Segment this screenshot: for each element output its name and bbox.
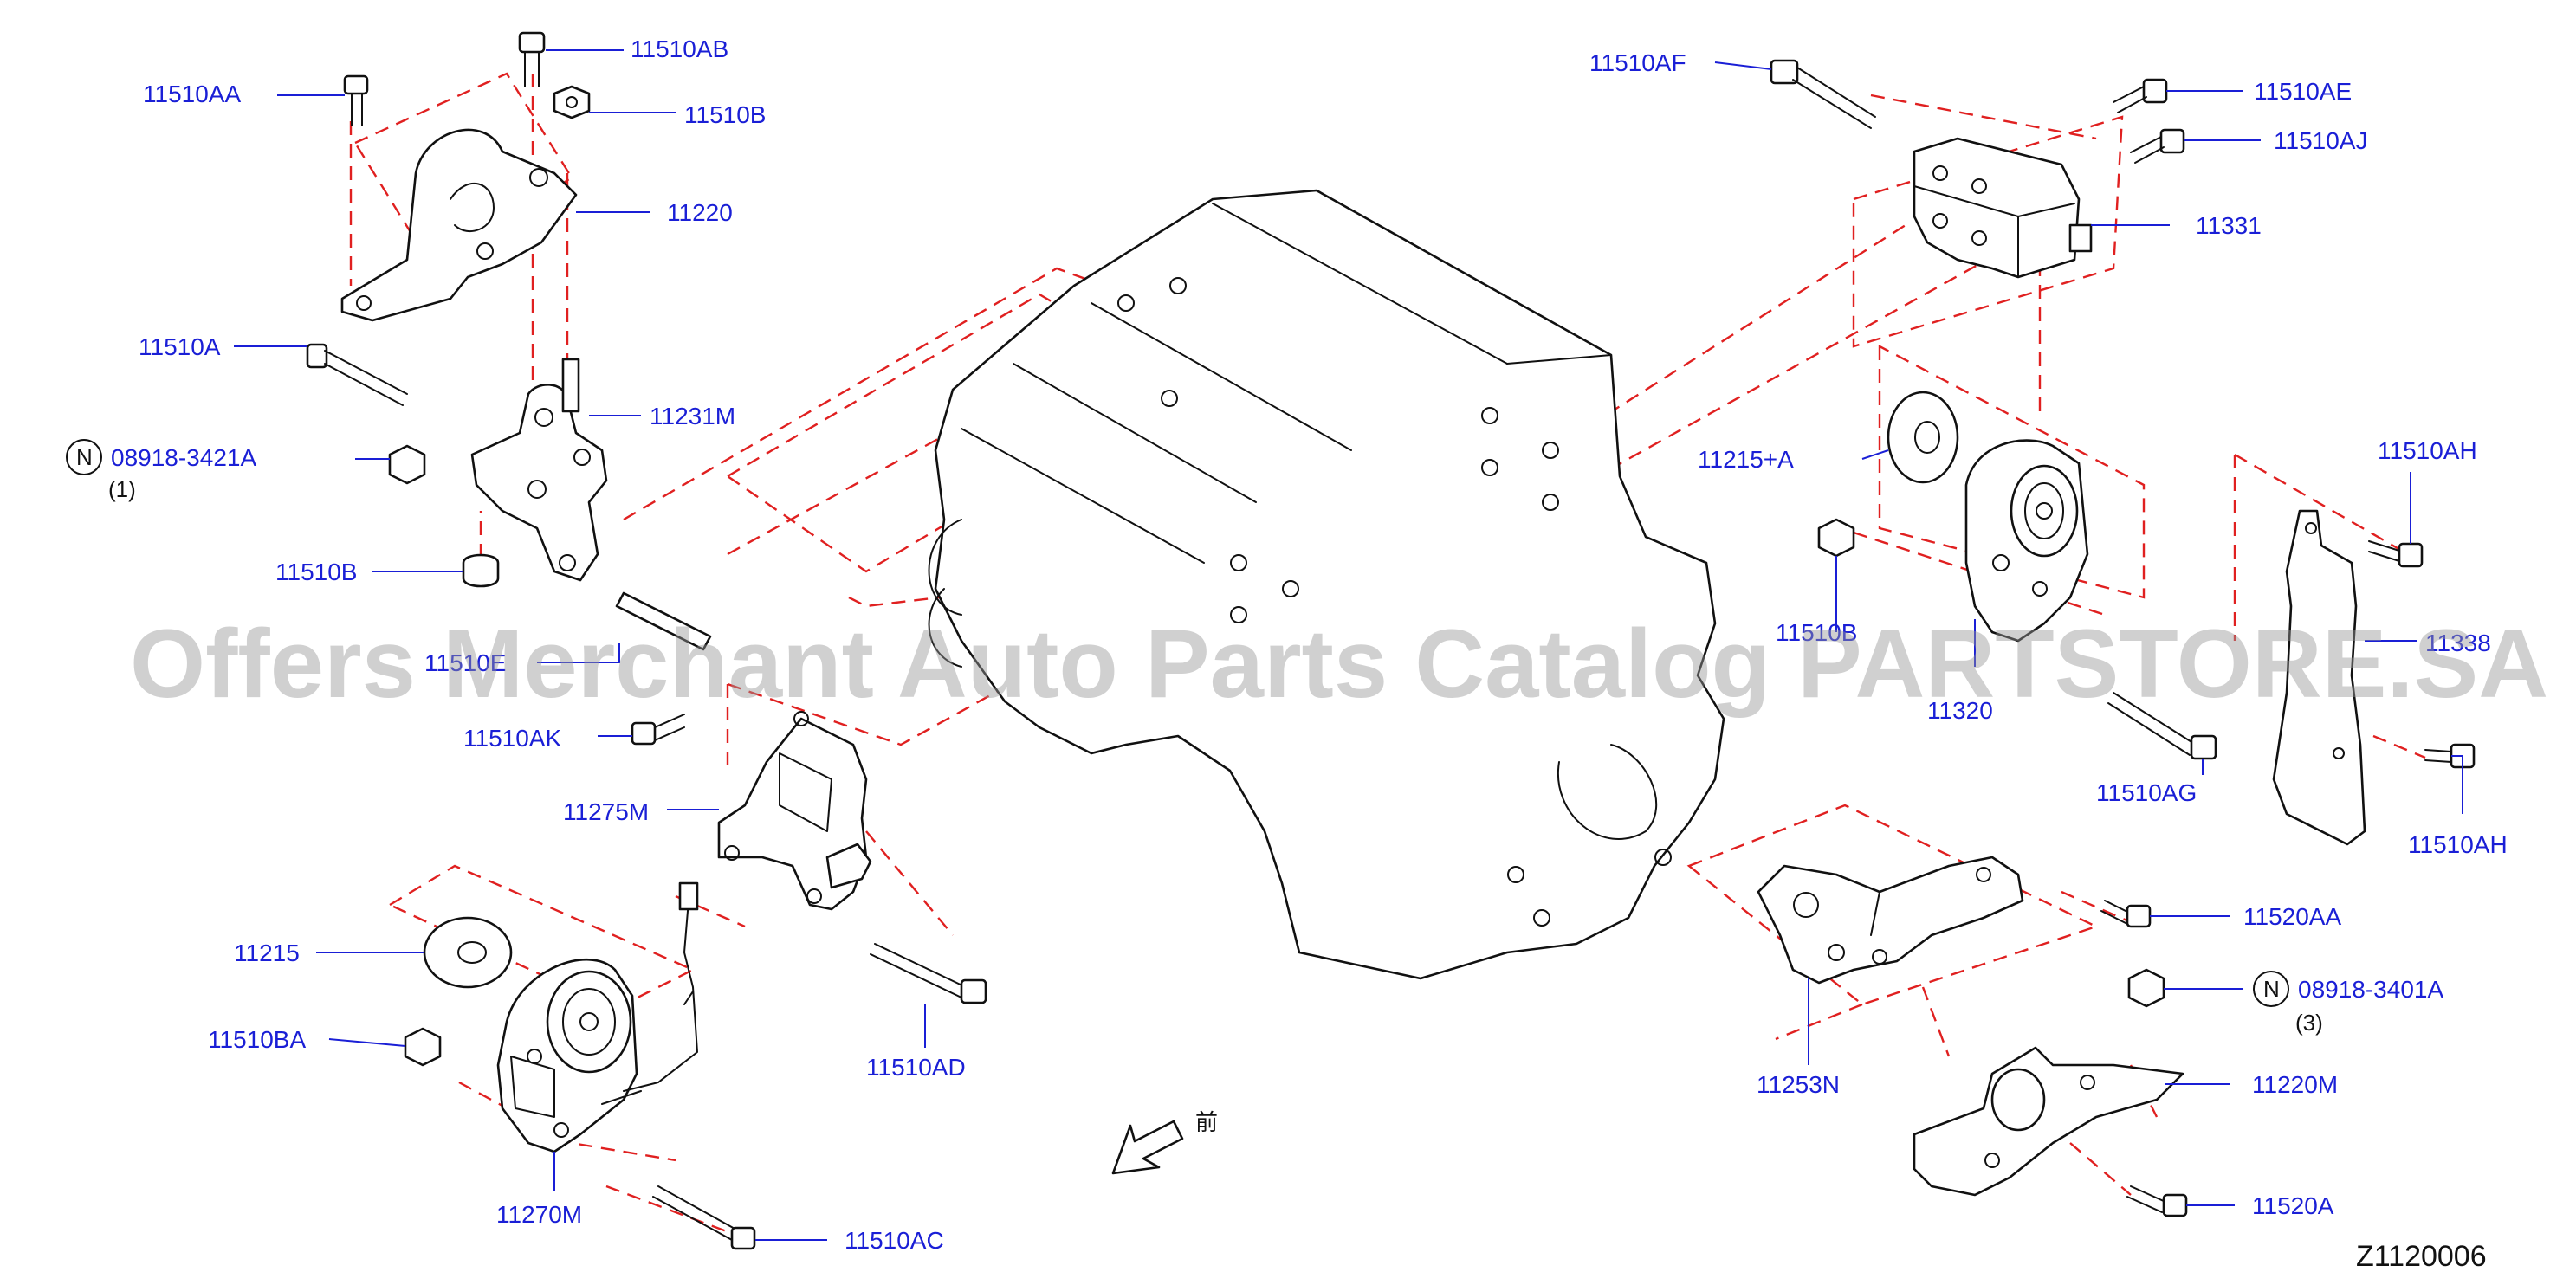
- label-11510E: 11510E: [424, 649, 506, 676]
- bolt-11510AK: [631, 714, 685, 746]
- engine-block: [928, 189, 1725, 980]
- label-11253N: 11253N: [1757, 1071, 1840, 1098]
- watermark-text: Offers Merchant Auto Parts Catalog PARTS…: [130, 610, 2548, 718]
- label-08918-3421A-qty: (1): [108, 476, 136, 502]
- label-11510B-left: 11510B: [275, 559, 357, 585]
- label-11510A: 11510A: [139, 333, 221, 360]
- label-11520A: 11520A: [2252, 1192, 2334, 1219]
- part-11331-bracket: [1913, 137, 2093, 279]
- label-11338: 11338: [2425, 630, 2491, 656]
- bolt-11510AH-top: [2368, 540, 2424, 568]
- part-11253N-bracket: [1757, 856, 2024, 985]
- front-marker: 前: [1195, 1109, 1218, 1135]
- leader-lines: [234, 49, 2463, 1241]
- label-11231M: 11231M: [650, 403, 735, 429]
- bolt-11520A: [2126, 1185, 2188, 1217]
- part-labels: 11510AA 11510AB 11510B 11220 11510A 1123…: [66, 36, 2508, 1254]
- part-11220-mount: [340, 128, 578, 322]
- bolt-11510AA: [343, 74, 369, 126]
- label-08918-3401A-qty: (3): [2295, 1010, 2323, 1036]
- stud-11510E: [615, 591, 712, 651]
- nut-11510B-right: [1817, 518, 1855, 558]
- nut-n-marker-right-text: N: [2263, 976, 2280, 1002]
- part-11270M-mount: [496, 881, 699, 1153]
- label-11510AK: 11510AK: [463, 725, 561, 752]
- label-11510B-top: 11510B: [684, 101, 766, 128]
- label-11320: 11320: [1927, 697, 1993, 724]
- nut-08918-3401A: [2127, 968, 2165, 1008]
- nut-11510BA: [404, 1027, 442, 1067]
- label-11510AH-top: 11510AH: [2378, 437, 2477, 464]
- label-11510AE: 11510AE: [2254, 78, 2352, 105]
- label-11275M: 11275M: [563, 798, 649, 825]
- label-11510AJ: 11510AJ: [2274, 127, 2367, 154]
- nut-n-marker-left-text: N: [76, 444, 93, 470]
- label-08918-3401A: 08918-3401A: [2298, 976, 2443, 1003]
- label-11510AA: 11510AA: [143, 81, 241, 107]
- bolt-11510AC: [652, 1185, 756, 1250]
- diagram-code: Z1120006: [2356, 1240, 2487, 1273]
- label-11510AH-bottom: 11510AH: [2408, 831, 2508, 858]
- label-11510BA: 11510BA: [208, 1026, 306, 1053]
- part-11275M-bracket: [717, 711, 872, 911]
- nut-11510B-top: [553, 85, 591, 119]
- front-direction-arrow: [1111, 1120, 1184, 1175]
- label-11215-plus-A: 11215+A: [1698, 446, 1794, 473]
- part-11338-plate: [2272, 509, 2366, 846]
- nut-11510B-left: [462, 553, 500, 588]
- label-08918-3421A: 08918-3421A: [111, 444, 256, 471]
- label-11220: 11220: [667, 199, 733, 226]
- label-11510AC: 11510AC: [845, 1227, 944, 1254]
- bolt-11510AD: [870, 943, 987, 1004]
- part-11231M-bracket: [470, 358, 608, 582]
- label-11510AB: 11510AB: [631, 36, 728, 62]
- label-11510AD: 11510AD: [866, 1054, 966, 1081]
- label-11510AF: 11510AF: [1589, 49, 1686, 76]
- bolt-11510AE: [2113, 78, 2168, 113]
- bolt-11510AJ: [2130, 128, 2185, 164]
- part-11220M-mount: [1913, 1046, 2184, 1197]
- label-11331: 11331: [2196, 212, 2262, 239]
- bolt-11510AF: [1770, 59, 1876, 129]
- bolt-11510A: [306, 343, 408, 406]
- label-11220M: 11220M: [2252, 1071, 2338, 1098]
- bolt-11510AB: [518, 31, 546, 87]
- part-11320-mount: [1964, 439, 2089, 642]
- label-11510B-right: 11510B: [1776, 619, 1857, 646]
- nut-n-marker-left: [66, 439, 102, 475]
- bolt-11510AH-bottom: [2424, 743, 2476, 769]
- label-11215: 11215: [234, 940, 300, 966]
- label-11270M: 11270M: [496, 1201, 582, 1228]
- part-11215A-washer: [1887, 391, 1959, 484]
- nut-08918-3421A: [388, 444, 426, 485]
- label-11510AG: 11510AG: [2096, 779, 2197, 806]
- bolt-11520AA: [2100, 900, 2152, 928]
- part-11215-washer: [423, 916, 513, 989]
- nut-n-marker-right: [2253, 971, 2289, 1007]
- label-11520AA: 11520AA: [2243, 903, 2341, 930]
